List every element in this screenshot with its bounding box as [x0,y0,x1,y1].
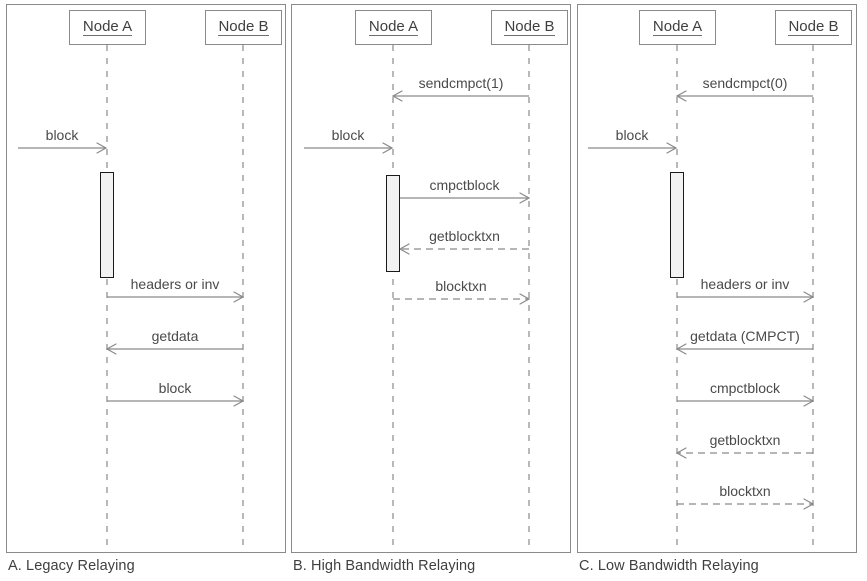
lifeline-head-node-a[interactable]: Node A [69,10,146,45]
message-arrow [675,447,813,459]
message-label: block [45,127,79,143]
message-label: sendcmpct(1) [418,75,504,91]
panel-caption: B. High Bandwidth Relaying [293,558,476,574]
panel-border [6,4,286,553]
arrowhead-icon [519,293,531,305]
message-arrow [393,293,531,305]
arrowhead-icon [519,192,531,204]
arrowhead-icon [391,90,403,102]
message-label: block [615,127,649,143]
message-label: block [331,127,365,143]
lifeline-head-node-a[interactable]: Node A [355,10,432,45]
arrowhead-icon [675,447,687,459]
message-label: cmpctblock [709,380,781,396]
arrowhead-icon [398,243,410,255]
message-label: cmpctblock [429,177,500,193]
lifeline-label: Node A [368,17,419,37]
message-arrow [677,395,815,407]
message-label: headers or inv [700,276,790,292]
message-arrow [400,192,531,204]
lifeline-label: Node A [652,17,703,37]
lifeline-head-node-b[interactable]: Node B [775,10,852,45]
arrowhead-icon [803,498,815,510]
lifeline-label: Node B [218,17,269,37]
arrowhead-icon [96,142,108,154]
message-label: blocktxn [435,278,487,294]
message-label: block [158,380,192,396]
lifeline-label: Node B [504,17,555,37]
message-arrow [677,498,815,510]
arrowhead-icon [233,291,245,303]
lifeline-head-node-a[interactable]: Node A [639,10,716,45]
message-arrow [107,395,245,407]
message-arrow [588,142,678,154]
arrowhead-icon [675,343,687,355]
message-label: sendcmpct(0) [702,75,788,91]
arrowhead-icon [675,90,687,102]
activation-bar [386,175,400,272]
arrowhead-icon [803,291,815,303]
message-arrow [675,90,813,102]
panel-caption: A. Legacy Relaying [8,558,135,574]
lifeline-label: Node B [788,17,839,37]
message-arrow [107,291,245,303]
message-label: blocktxn [719,483,771,499]
message-label: getblocktxn [709,432,781,448]
panel-caption: C. Low Bandwidth Relaying [579,558,759,574]
lifeline-label: Node A [82,17,133,37]
message-label: getdata [151,328,199,344]
message-arrow [105,343,243,355]
message-arrow [675,343,813,355]
activation-bar [670,172,684,278]
message-arrow [391,90,529,102]
message-arrow [677,291,815,303]
lifeline-head-node-b[interactable]: Node B [491,10,568,45]
message-label: getblocktxn [429,228,500,244]
message-arrow [304,142,394,154]
message-arrow [398,243,529,255]
arrowhead-icon [803,395,815,407]
arrowhead-icon [233,395,245,407]
message-arrow [18,142,108,154]
arrowhead-icon [105,343,117,355]
message-label: headers or inv [130,276,220,292]
activation-bar [100,172,114,278]
arrowhead-icon [382,142,394,154]
message-label: getdata (CMPCT) [690,328,800,344]
arrowhead-icon [666,142,678,154]
lifeline-head-node-b[interactable]: Node B [205,10,282,45]
